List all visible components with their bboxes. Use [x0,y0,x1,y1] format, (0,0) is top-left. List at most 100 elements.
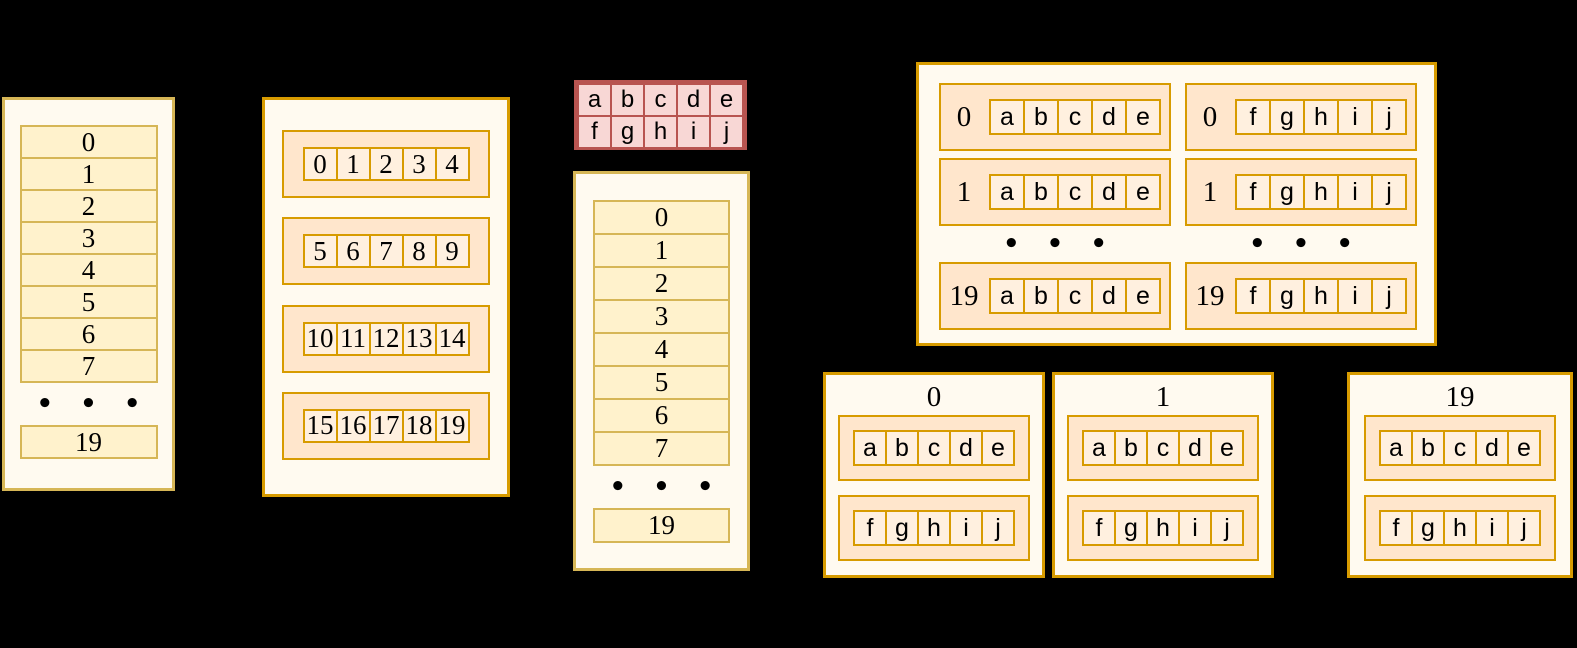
row-index-cell: 6 [19,317,158,351]
row-group-panel: 1 a b c d e f g h i j [1052,372,1274,578]
column-name-cell: c [1057,99,1093,135]
column-strip-box: a b c d e [1067,415,1259,481]
row-index-cell: 7 [368,234,404,269]
row-index-cell: 5 [593,365,730,400]
column-name-cell: f [853,510,887,546]
row-index-cell: 2 [593,266,730,301]
column-name-cell: i [1178,510,1212,546]
column-name-cell: c [643,83,678,117]
row-index-cell: 14 [434,321,470,356]
row-index-cell: 9 [434,234,470,269]
row-columns-box: 19 a b c d e [939,262,1171,330]
column-name-cell: a [989,174,1025,210]
column-name-cell: c [1057,174,1093,210]
column-name-cell: d [1091,174,1127,210]
column-name-cell: j [1210,510,1244,546]
column-strip: a b c d e [989,99,1161,135]
column-name-cell: e [1507,430,1541,466]
column-name-cell: h [1146,510,1180,546]
row-index-cell: 4 [593,332,730,367]
row-group-index-label: 1 [1155,381,1171,413]
row-index-cell: 0 [302,147,338,181]
column-name-cell: i [1337,99,1373,135]
ellipsis-dots: • • • [1249,229,1362,259]
row-index-cell: 6 [335,234,371,269]
column-partition-f-j: 0 f g h i j 1 f g h i j • • • 19 f [1185,83,1417,330]
column-name-cell: g [1114,510,1148,546]
row-chunk-strip: 5 6 7 8 9 [302,234,470,269]
column-name-cell: c [1057,278,1093,314]
row-index-cell: 4 [19,253,158,287]
column-strip-box: f g h i j [1067,495,1259,561]
row-index-cell: 3 [19,221,158,255]
row-index-cell: 6 [593,398,730,433]
column-name-cell: b [610,83,645,117]
row-index-cell: 7 [593,431,730,466]
row-index-cell: 12 [368,321,404,356]
row-index-cell: 10 [302,321,338,356]
columns-header-row: f g h i j [577,115,744,149]
row-index-cell: 13 [401,321,437,356]
column-name-cell: j [709,115,744,149]
column-name-cell: b [1114,430,1148,466]
row-chunk-group: 10 11 12 13 14 [282,304,490,373]
column-partition-a-e: 0 a b c d e 1 a b c d e • • • 19 a [939,83,1171,330]
row-index-cell: 19 [593,508,730,543]
column-name-cell: j [981,510,1015,546]
column-strip: f g h i j [1235,99,1407,135]
column-name-cell: f [577,115,612,149]
column-name-cell: e [981,430,1015,466]
column-name-cell: g [610,115,645,149]
row-index-cell: 1 [19,157,158,191]
row-chunk-group: 0 1 2 3 4 [282,130,490,198]
row-index-cell: 4 [434,147,470,181]
column-name-cell: g [1269,278,1305,314]
column-strip: f g h i j [1379,510,1541,546]
column-strip: a b c d e [1082,430,1244,466]
column-name-cell: d [676,83,711,117]
column-strip: f g h i j [853,510,1015,546]
columns-header-row: a b c d e [577,83,744,117]
column-name-cell: i [949,510,983,546]
row-columns-box: 1 f g h i j [1185,158,1417,226]
column-strip: a b c d e [853,430,1015,466]
row-chunk-strip: 15 16 17 18 19 [302,408,470,443]
row-index-label: 0 [956,100,972,133]
column-name-cell: a [989,278,1025,314]
row-index-label: 19 [1195,279,1225,312]
column-strip: f g h i j [1082,510,1244,546]
row-index-cell: 3 [401,147,437,181]
row-chunks-panel: 0 1 2 3 4 5 6 7 8 9 10 11 12 13 14 15 16… [262,97,510,497]
row-index-cell: 15 [302,408,338,443]
column-name-cell: b [1023,278,1059,314]
row-index-cell: 8 [401,234,437,269]
column-name-cell: a [989,99,1025,135]
column-name-cell: d [1091,278,1127,314]
row-index-label: 1 [1202,175,1218,208]
column-name-cell: i [1337,278,1373,314]
column-name-cell: h [1303,99,1339,135]
row-index-cell: 5 [19,285,158,319]
row-chunk-strip: 0 1 2 3 4 [302,147,470,181]
row-index-cell: 19 [19,425,158,459]
column-name-cell: f [1082,510,1116,546]
row-index-label: 1 [956,175,972,208]
column-name-cell: i [676,115,711,149]
row-index-cell: 2 [19,189,158,223]
row-index-cell: 0 [593,200,730,235]
column-name-cell: d [1091,99,1127,135]
row-columns-box: 0 a b c d e [939,83,1171,151]
row-columns-box: 19 f g h i j [1185,262,1417,330]
row-index-cell: 11 [335,321,371,356]
column-strip-box: f g h i j [1364,495,1556,561]
column-strip: a b c d e [989,174,1161,210]
row-index-cell: 0 [19,125,158,159]
column-name-cell: e [1125,174,1161,210]
column-name-cell: d [949,430,983,466]
column-name-cell: b [1411,430,1445,466]
row-chunk-strip: 10 11 12 13 14 [302,321,470,356]
column-name-cell: h [643,115,678,149]
columns-header-table: a b c d e f g h i j [574,80,747,150]
column-strip: f g h i j [1235,174,1407,210]
row-index-cell: 1 [335,147,371,181]
